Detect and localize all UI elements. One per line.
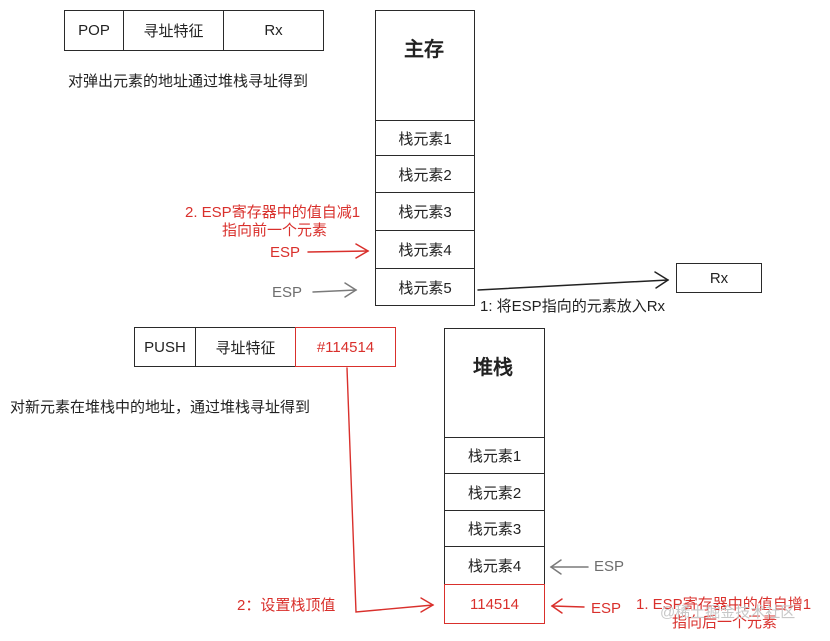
push-stack-element-1: 栈元素1 [444, 437, 545, 474]
push-esp-old-arrow [549, 559, 589, 575]
pop-stack-element-5: 栈元素5 [375, 268, 475, 306]
pop-step-1: 1: 将ESP指向的元素放入Rx [480, 298, 666, 315]
push-step-1-line-2: 指向后一个元素 [672, 614, 778, 631]
main-memory-title: 主存 [404, 39, 444, 61]
push-step-2: 2：设置栈顶值 [237, 597, 336, 614]
push-value-arrow [346, 367, 435, 613]
push-step-1-line-1: 1. ESP寄存器中的值自增1 [636, 596, 812, 613]
pop-esp-old-arrow [312, 282, 358, 298]
push-description: 对新元素在堆栈中的地址，通过堆栈寻址得到 [10, 399, 311, 416]
push-esp-old-label: ESP [594, 558, 625, 575]
pop-stack-element-2: 栈元素2 [375, 155, 475, 193]
push-addressing-mode: 寻址特征 [195, 327, 296, 367]
pop-step-2-line-1: 2. ESP寄存器中的值自减1 [185, 204, 361, 221]
watermark: @稀土掘金技术社区 [660, 604, 796, 621]
pop-stack-element-3: 栈元素3 [375, 192, 475, 231]
pop-to-rx-arrow [477, 271, 670, 291]
rx-register: Rx [676, 263, 762, 293]
pop-stack-element-1: 栈元素1 [375, 120, 475, 156]
push-stack-top-value: 114514 [444, 584, 545, 624]
push-stack-element-4: 栈元素4 [444, 546, 545, 585]
pop-description: 对弹出元素的地址通过堆栈寻址得到 [68, 73, 309, 90]
stack-title: 堆栈 [473, 357, 513, 379]
pop-esp-new-label: ESP [270, 244, 301, 261]
push-stack-element-3: 栈元素3 [444, 510, 545, 547]
pop-opcode: POP [64, 10, 124, 51]
pop-esp-old-label: ESP [272, 284, 303, 301]
push-stack-element-2: 栈元素2 [444, 473, 545, 511]
push-operand-immediate: #114514 [295, 327, 396, 367]
pop-stack-element-4: 栈元素4 [375, 230, 475, 269]
push-esp-new-label: ESP [591, 600, 622, 617]
pop-step-2-line-2: 指向前一个元素 [222, 222, 328, 239]
pop-operand-rx: Rx [223, 10, 324, 51]
pop-addressing-mode: 寻址特征 [123, 10, 224, 51]
push-esp-new-arrow [550, 598, 585, 614]
pop-esp-new-arrow [307, 243, 370, 259]
push-opcode: PUSH [134, 327, 196, 367]
